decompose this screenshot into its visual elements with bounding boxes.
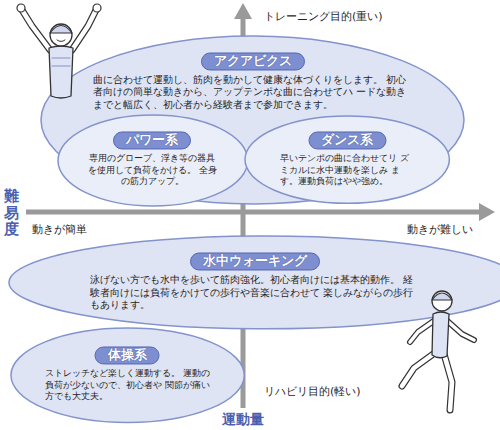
axis-end-label: リハビリ目的(軽い)	[262, 384, 363, 399]
node-content: パワー系専用のグローブ、浮き等の器具 を使用して負荷をかける。 全身の筋力アップ…	[87, 131, 217, 188]
node-content: アクアビクス曲に合わせて運動し、筋肉を動かして健康な体づくりをします。 初心者向…	[93, 52, 413, 111]
axis-arrowhead	[479, 203, 495, 221]
description-text: 専用のグローブ、浮き等の器具 を使用して負荷をかける。 全身の筋力アップ。	[87, 153, 217, 188]
node-content: 水中ウォーキング泳げない方でも水中を歩いて筋肉強化。初心者向けには基本的動作。 …	[90, 253, 420, 312]
category-heading: ダンス系	[308, 131, 386, 149]
axis-title: 難易度	[4, 188, 19, 238]
category-heading: パワー系	[113, 131, 191, 149]
category-ellipse: 体操系ストレッチなど楽しく運動する。 運動の負荷が少ないので、初心者や 関節が痛…	[10, 327, 245, 424]
category-ellipse: アクアビクス曲に合わせて運動し、筋肉を動かして健康な体づくりをします。 初心者向…	[40, 35, 465, 205]
category-heading: 体操系	[95, 346, 160, 364]
axis-arrowhead	[234, 3, 252, 19]
description-text: ストレッチなど楽しく運動する。 運動の負荷が少ないので、初心者や 関節が痛い方で…	[45, 368, 210, 403]
axis-title: 運動量	[220, 411, 266, 429]
description-text: 泳げない方でも水中を歩いて筋肉強化。初心者向けには基本的動作。 経験者向けには負…	[90, 275, 420, 312]
node-content: 体操系ストレッチなど楽しく運動する。 運動の負荷が少ないので、初心者や 関節が痛…	[45, 346, 210, 403]
category-ellipse: 水中ウォーキング泳げない方でも水中を歩いて筋肉強化。初心者向けには基本的動作。 …	[8, 235, 500, 330]
subcategory-ellipse: ダンス系早いテンポの曲に合わせてリ ズミカルに水中運動を楽しみ ます。運動負荷は…	[244, 115, 450, 204]
category-heading: アクアビクス	[201, 52, 305, 70]
description-text: 曲に合わせて運動し、筋肉を動かして健康な体づくりをします。 初心者向けの簡単な動…	[93, 74, 413, 111]
ellipse-shape	[58, 115, 248, 206]
ellipse-shape	[11, 328, 244, 423]
axis-end-label: 動きが簡単	[30, 222, 89, 237]
axis-end-label: 動きが難しい	[405, 222, 475, 237]
horizontal-axis	[26, 210, 480, 215]
category-heading: 水中ウォーキング	[190, 253, 320, 271]
node-content: ダンス系早いテンポの曲に合わせてリ ズミカルに水中運動を楽しみ ます。運動負荷は…	[280, 131, 415, 188]
axis-end-label: トレーニング目的(重い)	[262, 9, 385, 24]
subcategory-ellipse: パワー系専用のグローブ、浮き等の器具 を使用して負荷をかける。 全身の筋力アップ…	[57, 114, 249, 207]
ellipse-shape	[245, 116, 449, 203]
description-text: 早いテンポの曲に合わせてリ ズミカルに水中運動を楽しみ ます。運動負荷はやや強め…	[280, 153, 415, 188]
ellipse-shape	[9, 236, 500, 329]
